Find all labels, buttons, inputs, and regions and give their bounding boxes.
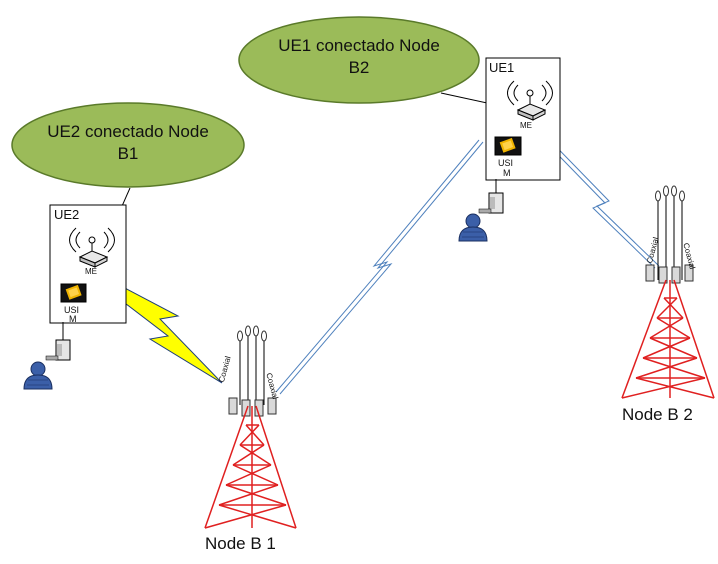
- person-icon: [23, 361, 53, 390]
- ue1-callout-line2: B2: [348, 58, 370, 77]
- antenna-array-icon: [645, 185, 694, 284]
- ue2-callout-bubble: [11, 102, 245, 188]
- ue1-box: [485, 57, 561, 181]
- sim-card-icon: [60, 283, 87, 303]
- ue2-callout-line2: B1: [117, 144, 139, 163]
- ue1-callout-text: UE1 conectado Node B2: [242, 35, 476, 79]
- ue1-callout-line1: UE1 conectado Node: [278, 36, 440, 55]
- ue1-usim-line2: M: [503, 168, 511, 178]
- node-b2-tower: [621, 185, 715, 399]
- node-b1-tower: [204, 325, 297, 529]
- ue1-device: [485, 57, 561, 181]
- sim-card-icon: [494, 136, 522, 156]
- ue1-callout-bubble: [238, 16, 480, 104]
- router-icon: [69, 227, 115, 268]
- ue2-usim-line2: M: [69, 314, 77, 324]
- ue2-callout-line1: UE2 conectado Node: [47, 122, 209, 141]
- ue1-user-terminal: [458, 179, 504, 242]
- ue2-device: [49, 204, 127, 324]
- ue2-callout: [11, 102, 245, 239]
- ue1-usim-line1: USI: [498, 158, 514, 168]
- ue1-me-label: ME: [520, 121, 532, 130]
- ue2-name: UE2: [54, 207, 80, 222]
- link-ue1-nodeb1: [275, 139, 484, 395]
- lattice-tower: [621, 279, 715, 399]
- ue2-user-terminal: [23, 322, 71, 390]
- lattice-tower: [204, 405, 297, 529]
- antenna-array-icon: [228, 325, 277, 417]
- ue1-name: UE1: [489, 60, 515, 75]
- node-b2-label: Node B 2: [622, 405, 693, 424]
- link-ue1-nodeb2: [529, 123, 660, 269]
- ue2-me-label: ME: [85, 267, 97, 276]
- ue2-usim-line1: USI: [64, 305, 80, 315]
- router-icon: [507, 80, 553, 121]
- person-icon: [458, 213, 488, 242]
- node-b1-label: Node B 1: [205, 534, 276, 553]
- ue2-callout-text: UE2 conectado Node B1: [15, 121, 241, 165]
- ue1-callout: [238, 16, 511, 109]
